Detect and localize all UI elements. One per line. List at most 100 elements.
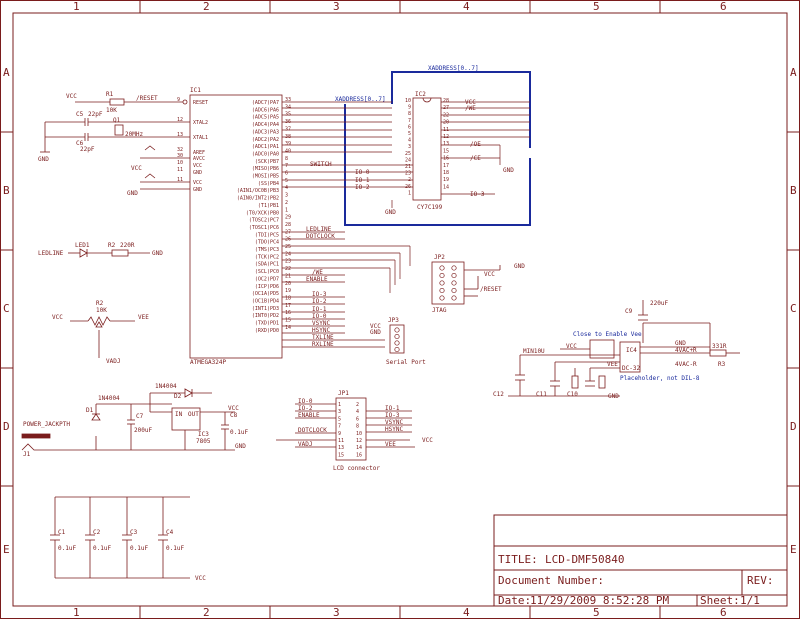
d2-ref: D2 [174, 393, 182, 400]
net-label: IO-3 [312, 291, 327, 298]
jtag-pin [451, 295, 457, 301]
net-label: VCC [52, 314, 63, 321]
j1-label: POWER_JACKPTH [23, 421, 70, 428]
jp1-net-right: IO-3 [385, 412, 400, 419]
ic2-pin-num: 8 [408, 111, 411, 117]
jp1-ref: JP1 [338, 390, 349, 397]
q1-value: 20MHz [125, 131, 143, 138]
sheet-value: 1/1 [740, 594, 760, 607]
ic2-pin-num: 3 [408, 144, 411, 150]
net-label: VCC [195, 575, 206, 582]
ic1-pin-num: 22 [285, 266, 291, 272]
ic1-pin-num: 39 [285, 141, 291, 147]
note-placeholder: Placeholder, not DIL-8 [620, 375, 700, 382]
jp1-pin-num: 11 [338, 438, 344, 444]
row-label: E [3, 543, 10, 556]
net-label: /WE [465, 105, 476, 112]
net-label: GND [235, 443, 246, 450]
c3-value: 0.1uF [130, 545, 148, 552]
ic1-pin-name: (ADC2)PA2 [252, 137, 279, 143]
ic2-pin-num: 17 [443, 163, 449, 169]
ic2-part: CY7C199 [417, 204, 443, 211]
ic1-pin-num: 26 [285, 237, 291, 243]
row-label: A [790, 66, 797, 79]
net-label: LEDLINE [38, 250, 64, 257]
rev-label: REV: [747, 574, 774, 587]
ic1-pin-name: GND [193, 187, 202, 193]
ic1-power [140, 145, 190, 190]
ic1-pin-num: 8 [285, 156, 288, 162]
net-label: IO-0 [312, 313, 327, 320]
ic1-pin-name: (ADC0)PA0 [252, 151, 279, 157]
ic1-pin-name: (ADC5)PA5 [252, 115, 279, 121]
ic1-pin-num: 33 [285, 97, 291, 103]
jp3-label: Serial Port [386, 359, 426, 366]
frame-labels: 1 2 3 4 5 6 1 2 3 4 5 6 A B C D E A B C … [3, 0, 797, 619]
col-label: 4 [463, 606, 470, 619]
net-label: LEDLINE [306, 226, 332, 233]
reset-circuit [40, 98, 190, 153]
ic2-pin-num: 7 [408, 118, 411, 124]
c6-ref: C6 [76, 140, 84, 147]
row-label: A [3, 66, 10, 79]
jtag-pin [451, 272, 457, 279]
ic4-value: DC-32 [622, 365, 640, 372]
jp2-label: JTAG [432, 307, 447, 314]
ic2-pin-num: 14 [443, 184, 449, 190]
ic2-pin-num: 20 [443, 120, 449, 126]
c5-value: 22pF [88, 111, 103, 118]
ic1-pin-num: 17 [285, 303, 291, 309]
ic1-pin-num: 7 [285, 163, 288, 169]
ic1-pin-name: (TOSC2)PC7 [249, 218, 279, 224]
ic1-pin-num: 20 [285, 281, 291, 287]
col-label: 1 [73, 606, 80, 619]
ic1-pin-name: (AIN1/OC0B)PB3 [237, 188, 279, 194]
ic1-ref: IC1 [190, 87, 201, 94]
ic1-pin-name: (ADC4)PA4 [252, 122, 279, 128]
ic1-pin-name: GND [193, 170, 202, 176]
net-label: VCC [370, 323, 381, 330]
jp1-net-left: DOTCLOCK [298, 427, 327, 434]
net-label: VEE [138, 314, 149, 321]
ic4-ref: IC4 [626, 347, 637, 354]
ic1-pin-name: (AIN0/INT2)PB2 [237, 196, 279, 202]
ic2-pin-num: 24 [405, 157, 411, 163]
power-supply [21, 388, 235, 451]
ic2-wires [282, 101, 530, 208]
ic2-pin-num: 19 [443, 177, 449, 183]
c9-value: 220uF [650, 300, 668, 307]
ic2-pin-num: 4 [408, 138, 411, 144]
ic1-pin-num: 23 [285, 259, 291, 265]
jp1-pin-num: 1 [338, 402, 341, 408]
col-label: 5 [593, 606, 600, 619]
ic1-pin-name: (SDA)PC1 [255, 262, 279, 268]
ic2-pins: 1098765432524212322612827222011121315161… [405, 98, 449, 196]
c8-ref: C8 [230, 412, 238, 419]
jp1-net-left: VADJ [298, 441, 312, 448]
title-label: TITLE: [498, 553, 538, 566]
ic3-value: 7805 [196, 438, 211, 445]
row-label: D [790, 420, 797, 433]
ic1-pin-name: (ADC6)PA6 [252, 107, 279, 113]
row-label: C [3, 302, 10, 315]
jp2-pins [439, 265, 457, 301]
jp1-pin-num: 3 [338, 409, 341, 415]
ic1-pin-name: (TXD)PD1 [255, 321, 279, 327]
ic1-pin-name: (MOSI)PB5 [252, 174, 279, 180]
jp1-net-right: VSYNC [385, 419, 403, 426]
net-label: VCC [566, 343, 577, 350]
jtag-pin [439, 280, 445, 286]
ic1-pin-num: 28 [285, 222, 291, 228]
jp3-pins [394, 327, 400, 353]
net-label: IO-2 [355, 184, 370, 191]
ic1-pin-num: 24 [285, 251, 291, 257]
c1-ref: C1 [58, 529, 66, 536]
ic1-pin-name: (TOSC1)PC6 [249, 225, 279, 231]
ic1-pin-num: 37 [285, 126, 291, 132]
vac1: 4VAC+R [675, 347, 697, 354]
c12-ref: C12 [493, 391, 504, 398]
c10-ref: C10 [567, 391, 578, 398]
jp2-body [431, 261, 501, 305]
